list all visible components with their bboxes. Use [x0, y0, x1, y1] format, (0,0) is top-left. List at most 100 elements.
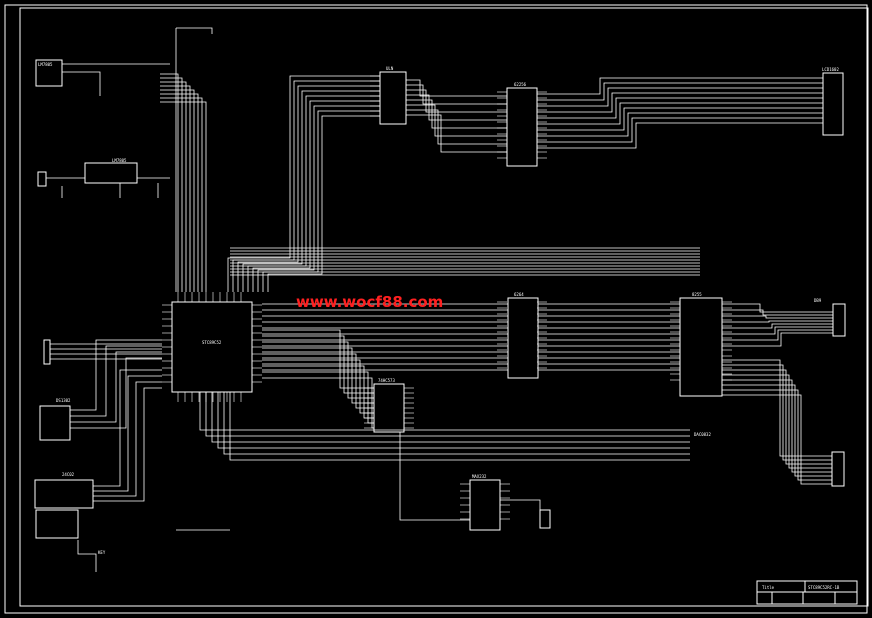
chip-pins [162, 75, 732, 520]
bus-8255-bottom-conn [722, 359, 832, 457]
bus-left-top [160, 89, 195, 292]
bus-ram-lcd [537, 97, 823, 119]
bus-left-top [160, 85, 191, 292]
bus-8255-bottom-conn [722, 369, 832, 465]
bus-ram-lcd [537, 77, 823, 95]
label-u-lcd: LCD1602 [822, 67, 839, 72]
bus-to-latch [262, 329, 374, 389]
wire-power-2 [62, 71, 101, 96]
label-u-mid: 6264 [514, 292, 524, 297]
bus-lower-long [229, 392, 690, 461]
bus-to-chip-top [242, 90, 380, 292]
bus-left-top [160, 73, 179, 292]
bus-ram-lcd [537, 102, 823, 125]
wiring [46, 27, 833, 572]
bus-to-latch [262, 347, 374, 404]
chip-max232 [469, 479, 501, 531]
bus-chip-top-ram [406, 109, 507, 145]
chip-ram [506, 87, 538, 167]
bus-8255-db9 [722, 320, 833, 323]
label-u-latch: 74HC573 [378, 378, 395, 383]
bus-8255-bottom-conn [722, 394, 832, 485]
power-jack [35, 59, 63, 87]
bus-ram-lcd [537, 117, 823, 143]
bus-lower-long [199, 392, 690, 431]
bus-chip-top-ram [406, 79, 507, 97]
wire-top-gnd [176, 27, 213, 34]
bus-left-top [160, 81, 187, 292]
bus-lower-long [223, 392, 690, 455]
label-u-dac: DAC0832 [694, 432, 711, 437]
bus-ram-lcd [537, 82, 823, 101]
wire-max-out [500, 499, 541, 516]
bus-8255-bottom-conn [722, 384, 832, 477]
label-u-eeprom: 24C02 [62, 472, 75, 477]
bus-8255-db9 [722, 326, 833, 335]
title-block-label: Title [762, 585, 775, 590]
bus-lower-long [217, 392, 690, 449]
bus-8255-bottom-conn [722, 389, 832, 481]
title-block [756, 580, 858, 605]
bus-to-chip-top [267, 115, 380, 292]
bus-to-latch [262, 371, 374, 424]
bus-chip-top-ram [406, 89, 507, 113]
wire-max-in [399, 432, 470, 521]
bus-to-eeprom [93, 387, 162, 502]
chip-8255 [679, 297, 723, 397]
bus-ram-lcd [537, 107, 823, 131]
bus-to-chip-top [237, 85, 380, 292]
bus-left-top [160, 97, 203, 292]
bus-left-top [160, 93, 199, 292]
label-mcu: STC89C52 [202, 340, 222, 345]
drawing-frame [4, 4, 869, 614]
bus-8255-bottom-conn [722, 374, 832, 469]
wire-switch [77, 540, 97, 572]
bus-8255-db9 [722, 323, 833, 329]
bus-to-chip-top [257, 105, 380, 292]
label-reg: LM7805 [112, 158, 127, 163]
bus-to-chip-top [227, 75, 380, 292]
bus-ram-lcd [537, 122, 823, 149]
bus-to-chip-top [252, 100, 380, 292]
regulator-box [84, 162, 138, 184]
bus-chip-top-ram [406, 99, 507, 129]
label-u1: LM7805 [38, 62, 53, 67]
bus-8255-db9 [722, 315, 833, 319]
bus-8255-db9 [722, 309, 833, 316]
bus-to-eeprom [93, 375, 162, 492]
label-u-sw: KEY [98, 550, 106, 555]
label-u-conn: DB9 [814, 298, 822, 303]
chip-mid [507, 297, 539, 379]
switch-box [35, 509, 79, 539]
label-u-max: MAX232 [472, 474, 487, 479]
bus-to-latch [262, 353, 374, 409]
bus-8255-bottom-conn [722, 364, 832, 461]
bus-to-rtc [70, 351, 162, 423]
bus-lower-long [211, 392, 690, 443]
bus-8255-db9 [722, 329, 833, 341]
label-u-top: ULN [386, 66, 394, 71]
label-u-bot: 8255 [692, 292, 702, 297]
label-u-rtc: DS1302 [56, 398, 71, 403]
watermark: www.wocf88.com [296, 293, 443, 311]
mcu-chip [171, 301, 253, 393]
bus-ram-lcd [537, 112, 823, 137]
bus-to-rtc [70, 345, 162, 417]
bus-8255-db9 [722, 303, 833, 313]
bus-ram-lcd [537, 87, 823, 107]
bus-to-latch [262, 335, 374, 394]
label-u-ram: 62256 [514, 82, 527, 87]
bus-8255-db9 [722, 332, 833, 347]
chip-eeprom [34, 479, 94, 509]
chip-latch [373, 383, 405, 433]
chip-top [379, 71, 407, 125]
bus-chip-top-ram [406, 114, 507, 153]
bus-to-latch [262, 359, 374, 414]
bus-chip-top-ram [406, 94, 507, 121]
bus-chip-top-ram [406, 104, 507, 137]
chip-lcd-connector [822, 72, 844, 136]
bus-to-latch [262, 341, 374, 399]
bus-to-eeprom [93, 381, 162, 497]
bus-8255-bottom-conn [722, 379, 832, 473]
